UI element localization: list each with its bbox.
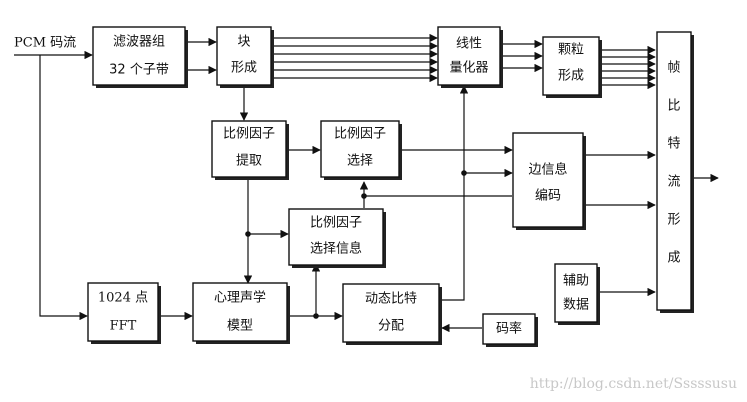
linear-quantizer-block: 线性 量化器	[437, 26, 503, 88]
quantizer-label-2: 量化器	[449, 61, 488, 76]
scale-extract-label-2: 提取	[236, 153, 262, 169]
scale-select-info-block: 比例因子 选择信息	[288, 208, 386, 268]
fft-block: 1024 点 FFT	[87, 282, 161, 344]
psychoacoustic-label-1: 心理声学	[214, 290, 266, 306]
scale-select-label-1: 比例因子	[334, 127, 386, 142]
frame-bitstream-char: 比	[667, 99, 680, 114]
scale-extract-block: 比例因子 提取	[211, 120, 289, 180]
scale-extract-label-1: 比例因子	[223, 127, 275, 142]
junction-dot	[461, 170, 467, 176]
framing-label-2: 形成	[231, 61, 257, 76]
connections	[14, 33, 719, 333]
fft-label-1: 1024 点	[98, 291, 148, 306]
frame-bitstream-char: 成	[667, 251, 680, 266]
select-info-label-1: 比例因子	[310, 216, 362, 231]
framing-label-1: 块	[237, 35, 250, 50]
aux-data-label-2: 数据	[563, 298, 589, 313]
frame-bitstream-char: 帧	[667, 61, 680, 76]
granule-block: 颗粒 形成	[542, 36, 602, 98]
side-info-label-2: 编码	[535, 189, 561, 204]
junction-dot	[245, 231, 251, 237]
pcm-input-label: PCM 码流	[14, 36, 76, 51]
aux-data-block: 辅助 数据	[554, 263, 600, 325]
aux-data-label-1: 辅助	[563, 274, 589, 289]
watermark-text: http://blog.csdn.net/Sssssusu	[530, 376, 737, 392]
bitrate-label: 码率	[496, 321, 522, 337]
select-info-label-2: 选择信息	[310, 241, 362, 257]
junction-dots	[245, 170, 467, 319]
bit-allocation-label-1: 动态比特	[365, 292, 417, 307]
filterbank-block: 滤波器组 32 个子带	[92, 26, 188, 88]
side-info-block: 边信息 编码	[512, 132, 586, 230]
side-info-label-1: 边信息	[528, 162, 567, 178]
fft-label-2: FFT	[110, 319, 137, 334]
scale-select-block: 比例因子 选择	[320, 120, 402, 180]
quantizer-label-1: 线性	[456, 37, 482, 52]
filterbank-label-2: 32 个子带	[109, 63, 169, 78]
scale-select-label-2: 选择	[347, 154, 373, 169]
frame-bitstream-char: 特	[667, 137, 680, 152]
psychoacoustic-label-2: 模型	[227, 319, 253, 334]
granule-label-1: 颗粒	[558, 43, 584, 58]
arrow-bitalloc-to-quantizer	[440, 85, 469, 301]
frame-bitstream-char: 流	[667, 175, 680, 190]
junction-dot	[361, 193, 367, 199]
framing-block: 块 形成	[216, 26, 274, 88]
bit-allocation-block: 动态比特 分配	[342, 283, 442, 345]
filterbank-label-1: 滤波器组	[113, 35, 165, 50]
bit-allocation-label-2: 分配	[378, 319, 404, 334]
bitrate-block: 码率	[482, 313, 538, 347]
psychoacoustic-block: 心理声学 模型	[192, 282, 290, 344]
granule-label-2: 形成	[558, 69, 584, 84]
junction-dot	[313, 313, 319, 319]
frame-bitstream-char: 形	[667, 213, 680, 228]
arrow-pcm-to-fft	[39, 55, 88, 321]
